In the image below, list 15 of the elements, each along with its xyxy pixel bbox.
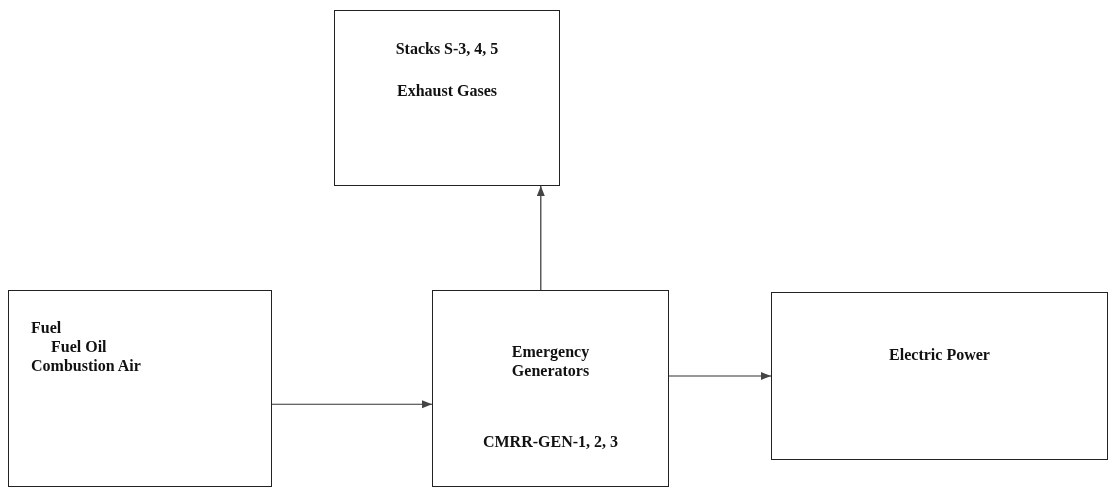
box-text: Stacks S-3, 4, 5 [394,39,500,59]
box-text: Fuel [31,318,62,338]
arrow [668,372,772,380]
box-text: Emergency Generators [510,342,591,380]
box-text: Exhaust Gases [396,81,498,101]
box-text: Combustion Air [31,356,141,376]
process-box [334,10,560,186]
box-text: Electric Power [888,345,991,365]
process-box [8,290,272,487]
arrow [271,400,433,409]
process-box [432,290,669,487]
box-text: CMRR-GEN-1, 2, 3 [481,432,620,452]
process-box [771,292,1108,460]
arrow [536,185,545,291]
box-text: Fuel Oil [51,337,107,357]
